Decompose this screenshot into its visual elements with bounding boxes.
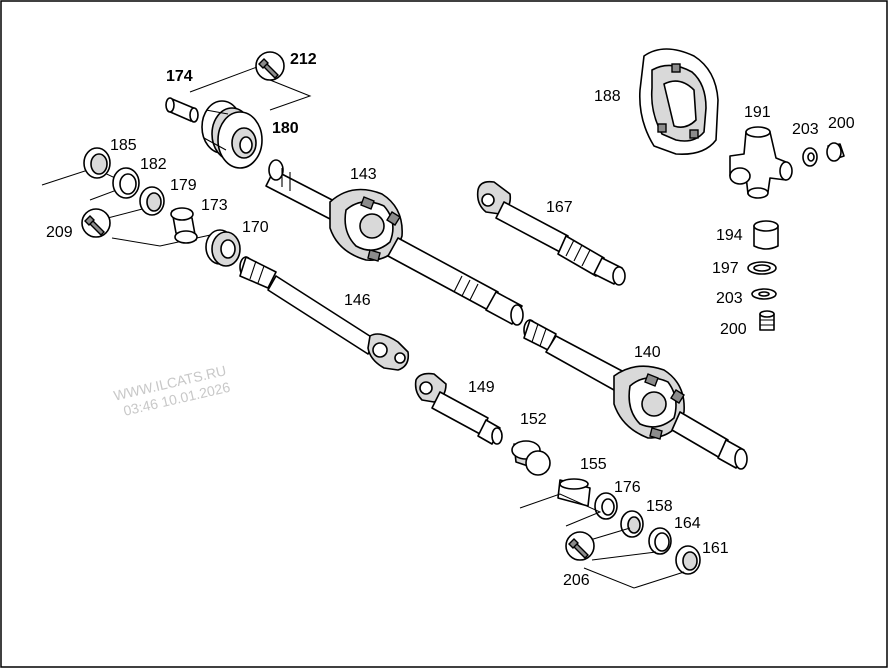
part-158-seal-ring bbox=[620, 510, 644, 538]
leader-group-206 bbox=[519, 493, 685, 589]
part-176-seal-ring bbox=[594, 492, 618, 520]
callout-182: 182 bbox=[140, 156, 167, 173]
part-191-universal-joint bbox=[729, 126, 793, 199]
wrench-icon-206 bbox=[565, 531, 595, 561]
part-146-intermediate-shaft bbox=[239, 256, 410, 371]
callout-155: 155 bbox=[580, 456, 607, 473]
part-182-seal-ring bbox=[112, 167, 140, 199]
callout-203: 203 bbox=[716, 290, 743, 307]
callout-191: 191 bbox=[744, 104, 771, 121]
part-170-seal bbox=[205, 229, 241, 267]
callout-206: 206 bbox=[563, 572, 590, 589]
callout-200-top: 200 bbox=[828, 115, 855, 132]
callout-152: 152 bbox=[520, 411, 547, 428]
part-180-flex-mount bbox=[201, 100, 263, 169]
callout-174: 174 bbox=[166, 68, 193, 85]
part-194-cap bbox=[753, 220, 779, 250]
callout-185: 185 bbox=[110, 137, 137, 154]
callout-146: 146 bbox=[344, 292, 371, 309]
part-152-bushing bbox=[511, 440, 551, 476]
callout-173: 173 bbox=[201, 197, 228, 214]
callout-194: 194 bbox=[716, 227, 743, 244]
callout-167: 167 bbox=[546, 199, 573, 216]
wrench-icon-209 bbox=[81, 208, 111, 238]
part-203-washer bbox=[751, 288, 777, 300]
part-164-seal-ring bbox=[648, 527, 672, 555]
part-200-grease-nipple bbox=[759, 310, 775, 331]
callout-212: 212 bbox=[290, 51, 317, 68]
callout-170: 170 bbox=[242, 219, 269, 236]
part-197-circlip bbox=[747, 261, 777, 275]
callout-labels: 174 212 180 185 182 179 173 209 170 143 … bbox=[46, 51, 855, 589]
part-155-sleeve bbox=[557, 478, 591, 507]
part-149-stub-shaft bbox=[414, 372, 503, 445]
callout-197: 197 bbox=[712, 260, 739, 277]
part-174-bushing bbox=[165, 97, 199, 123]
part-143-propeller-shaft bbox=[265, 159, 524, 326]
part-200-plug-top bbox=[826, 142, 845, 162]
callout-158: 158 bbox=[646, 498, 673, 515]
part-161-seal-ring bbox=[675, 545, 701, 575]
callout-161: 161 bbox=[702, 540, 729, 557]
part-179-seal-ring bbox=[139, 186, 165, 216]
wrench-icon-212 bbox=[255, 51, 285, 81]
callout-188: 188 bbox=[594, 88, 621, 105]
part-185-seal-ring bbox=[83, 147, 111, 179]
part-140-drive-shaft bbox=[523, 319, 748, 470]
part-173-bushing bbox=[170, 207, 198, 244]
callout-179: 179 bbox=[170, 177, 197, 194]
callout-140: 140 bbox=[634, 344, 661, 361]
part-203-washer-top bbox=[802, 147, 818, 167]
callout-209: 209 bbox=[46, 224, 73, 241]
leader-group-212 bbox=[189, 66, 312, 111]
callout-164: 164 bbox=[674, 515, 701, 532]
callout-200: 200 bbox=[720, 321, 747, 338]
callout-149: 149 bbox=[468, 379, 495, 396]
part-167-stub-shaft bbox=[476, 180, 626, 286]
callout-203-top: 203 bbox=[792, 121, 819, 138]
callout-143: 143 bbox=[350, 166, 377, 183]
callout-180: 180 bbox=[272, 120, 299, 137]
watermark: WWW.ILCATS.RU 03:46 10.01.2026 bbox=[112, 362, 232, 419]
part-188-heat-shield bbox=[638, 48, 719, 156]
callout-176: 176 bbox=[614, 479, 641, 496]
